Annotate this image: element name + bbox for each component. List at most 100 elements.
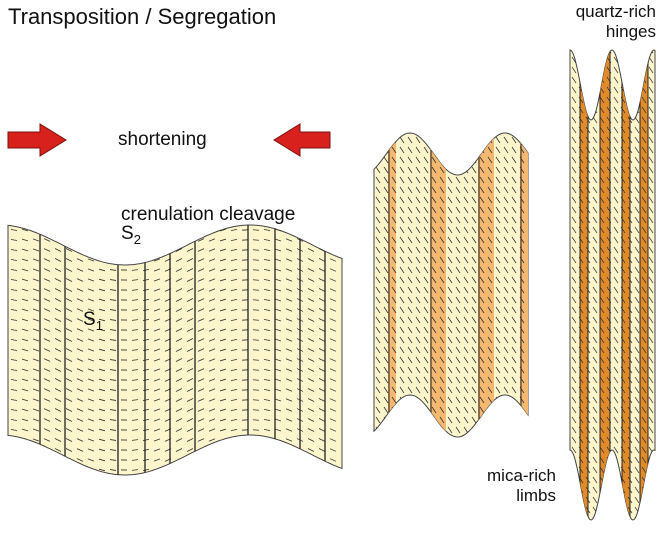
foliation-dash [408,417,412,423]
foliation-dash [264,449,270,450]
mica-band [430,120,446,460]
foliation-dash [330,239,336,242]
foliation-dash [44,469,50,472]
foliation-dash [22,209,28,211]
foliation-dash [586,47,590,53]
foliation-dash [55,229,61,232]
foliation-dash [424,417,428,423]
foliation-dash [512,127,516,133]
foliation-dash [572,467,576,473]
foliation-dash [176,229,182,232]
foliation-dash [432,427,436,433]
mica-rich-band [600,40,610,528]
foliation-dash [319,229,325,232]
foliation-dash [176,199,182,202]
foliation-dash [579,67,583,73]
foliation-dash [464,137,468,143]
foliation-dash [308,489,314,492]
foliation-dash [77,479,83,482]
foliation-dash [593,47,597,53]
foliation-dash [66,239,72,242]
foliation-dash [165,489,171,492]
foliation-dash [99,479,105,481]
foliation-dash [504,407,508,413]
foliation-dash [22,459,28,461]
foliation-dash [33,199,39,201]
foliation-dash [400,407,404,413]
foliation-dash [132,490,138,491]
foliation-dash [286,449,292,451]
foliation-dash [187,479,193,482]
foliation-dash [154,479,160,481]
foliation-dash [649,487,653,493]
mica-band [478,120,494,460]
foliation-dash [330,199,336,202]
foliation-dash [66,469,72,472]
foliation-dash [649,497,653,503]
foliation-dash [440,127,444,133]
foliation-dash [472,127,476,133]
foliation-dash [504,397,508,403]
foliation-dash [621,507,625,513]
foliation-dash [635,87,639,93]
foliation-dash [649,477,653,483]
foliation-dash [600,67,604,73]
foliation-dash [22,449,28,451]
foliation-dash [448,157,452,163]
foliation-dash [55,469,61,472]
foliation-dash [319,469,325,472]
foliation-dash [496,127,500,133]
foliation-dash [220,479,226,481]
foliation-dash [55,219,61,222]
foliation-dash [88,239,94,241]
foliation-dash [456,437,460,443]
foliation-dash [512,427,516,433]
foliation-dash [110,490,116,491]
foliation-dash [44,209,50,212]
foliation-dash [297,209,303,212]
foliation-dash [464,437,468,443]
foliation-dash [176,469,182,472]
foliation-dash [607,47,611,53]
foliation-dash [22,479,28,481]
foliation-dash [512,407,516,413]
foliation-dash [330,209,336,212]
foliation-dash [330,219,336,222]
foliation-dash [33,489,39,491]
foliation-dash [642,507,646,513]
foliation-dash [99,199,105,201]
foliation-dash [165,249,171,252]
foliation-dash [384,417,388,423]
foliation-dash [572,497,576,503]
foliation-dash [628,67,632,73]
foliation-dash [220,199,226,201]
foliation-dash [440,147,444,153]
foliation-dash [472,437,476,443]
foliation-dash [88,199,94,201]
foliation-dash [642,57,646,63]
foliation-dash [66,489,72,492]
foliation-dash [308,229,314,232]
foliation-dash [600,57,604,63]
foliation-dash [220,489,226,491]
foliation-dash [572,517,576,523]
foliation-dash [621,57,625,63]
foliation-dash [496,397,500,403]
foliation-dash [143,249,149,251]
foliation-dash [384,437,388,443]
foliation-dash [520,137,524,143]
foliation-dash [143,229,149,231]
foliation-dash [66,479,72,482]
foliation-dash [635,57,639,63]
foliation-dash [593,97,597,103]
foliation-dash [621,67,625,73]
foliation-dash [132,200,138,201]
foliation-dash [154,229,160,231]
foliation-dash [456,147,460,153]
foliation-dash [143,259,149,261]
foliation-dash [448,137,452,143]
foliation-dash [520,437,524,443]
foliation-dash [99,219,105,221]
foliation-dash [642,47,646,53]
foliation-dash [66,229,72,232]
